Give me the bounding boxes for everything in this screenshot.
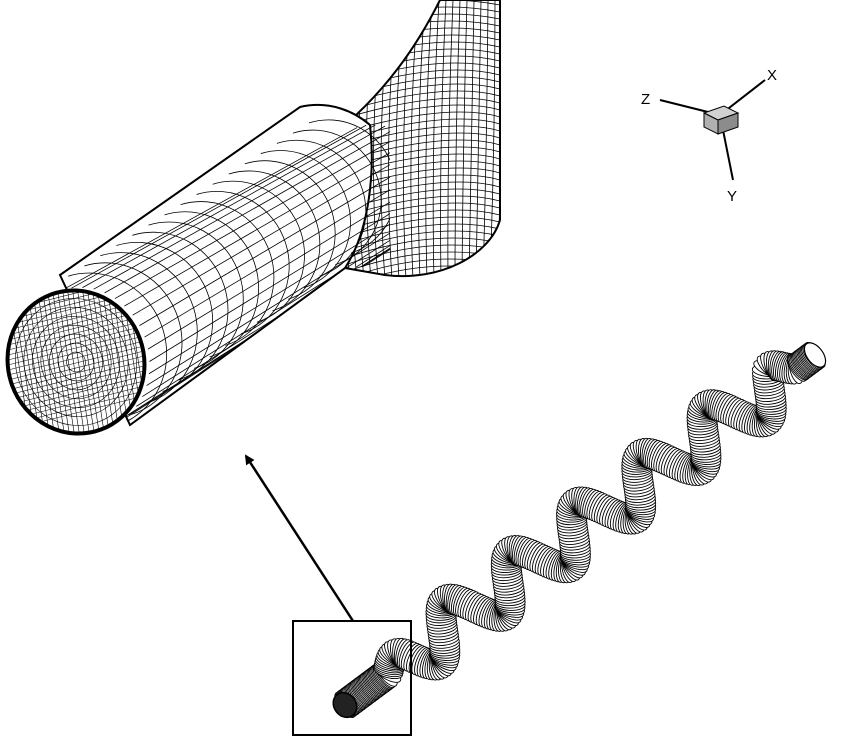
cylinder-long-line <box>60 127 358 292</box>
elbow-band-line <box>345 272 500 277</box>
x-axis-label: X <box>767 67 777 84</box>
cylinder-long-line <box>144 166 390 338</box>
elbow-radial-line <box>454 0 461 277</box>
orientation-axes: Z X Y <box>641 67 777 205</box>
cylinder-long-line <box>124 140 390 307</box>
helix-start-cap <box>332 691 358 719</box>
face-grid-line <box>30 279 57 446</box>
zoom-arrow <box>244 454 355 622</box>
cylinder-long-line <box>136 225 390 407</box>
face-grid-line <box>40 279 67 446</box>
face-grid-line <box>50 279 77 446</box>
elbow-radial-line <box>432 0 440 277</box>
face-ring-line <box>15 298 137 426</box>
face-grid-line <box>0 356 161 398</box>
face-ring-line <box>32 316 120 408</box>
face-ring-line <box>57 342 95 382</box>
cylinder-long-line <box>104 128 390 294</box>
elbow-radial-line <box>417 0 426 277</box>
cylinder-long-line <box>146 207 390 386</box>
cylinder-long-line <box>71 124 367 289</box>
face-grid-line <box>80 279 107 446</box>
face-ring-line <box>49 333 103 391</box>
cylinder-long-line <box>142 217 390 397</box>
face-grid-line <box>0 366 161 408</box>
elbow-radial-line <box>482 0 489 277</box>
cylinder-long-line <box>148 197 390 375</box>
face-grid-line <box>90 279 117 446</box>
face-grid-line <box>0 331 161 373</box>
face-grid-line <box>0 326 161 368</box>
face-grid-line <box>55 279 82 446</box>
elbow-radial-line <box>461 0 468 277</box>
cylinder-ring-line <box>308 119 390 254</box>
face-ring-line <box>40 324 112 400</box>
cylinder-long-line <box>139 156 390 326</box>
elbow-band-line <box>345 223 500 245</box>
cylinder-long-line <box>114 133 390 299</box>
elbow-band-line <box>345 209 500 231</box>
cylinder-long-line <box>82 124 376 288</box>
face-grid-line <box>60 279 87 446</box>
face-grid-line <box>0 361 161 403</box>
face-ring-line <box>66 351 86 373</box>
y-axis-label: Y <box>727 188 737 205</box>
elbow-radial-line <box>447 0 454 277</box>
helical-pipe-mesh <box>332 342 827 719</box>
face-grid-line <box>0 371 161 413</box>
face-grid-line <box>0 351 161 393</box>
cylinder-long-line <box>93 125 386 290</box>
face-ring-line <box>23 307 129 417</box>
cylinder-long-line <box>132 147 390 316</box>
cylinder-long-line <box>149 187 390 362</box>
elbow-radial-line <box>475 0 482 277</box>
face-grid-line <box>0 341 161 383</box>
elbow-radial-line <box>440 0 447 277</box>
elbow-band-line <box>345 216 500 238</box>
elbow-radial-line <box>468 0 475 277</box>
orientation-cube-icon <box>702 105 740 135</box>
cylinder-long-line <box>147 176 390 350</box>
face-grid-line <box>95 279 122 446</box>
elbow-radial-line <box>425 0 433 277</box>
helix-end-cap <box>803 342 827 368</box>
face-grid-line <box>0 346 161 388</box>
z-axis-label: Z <box>641 91 650 108</box>
